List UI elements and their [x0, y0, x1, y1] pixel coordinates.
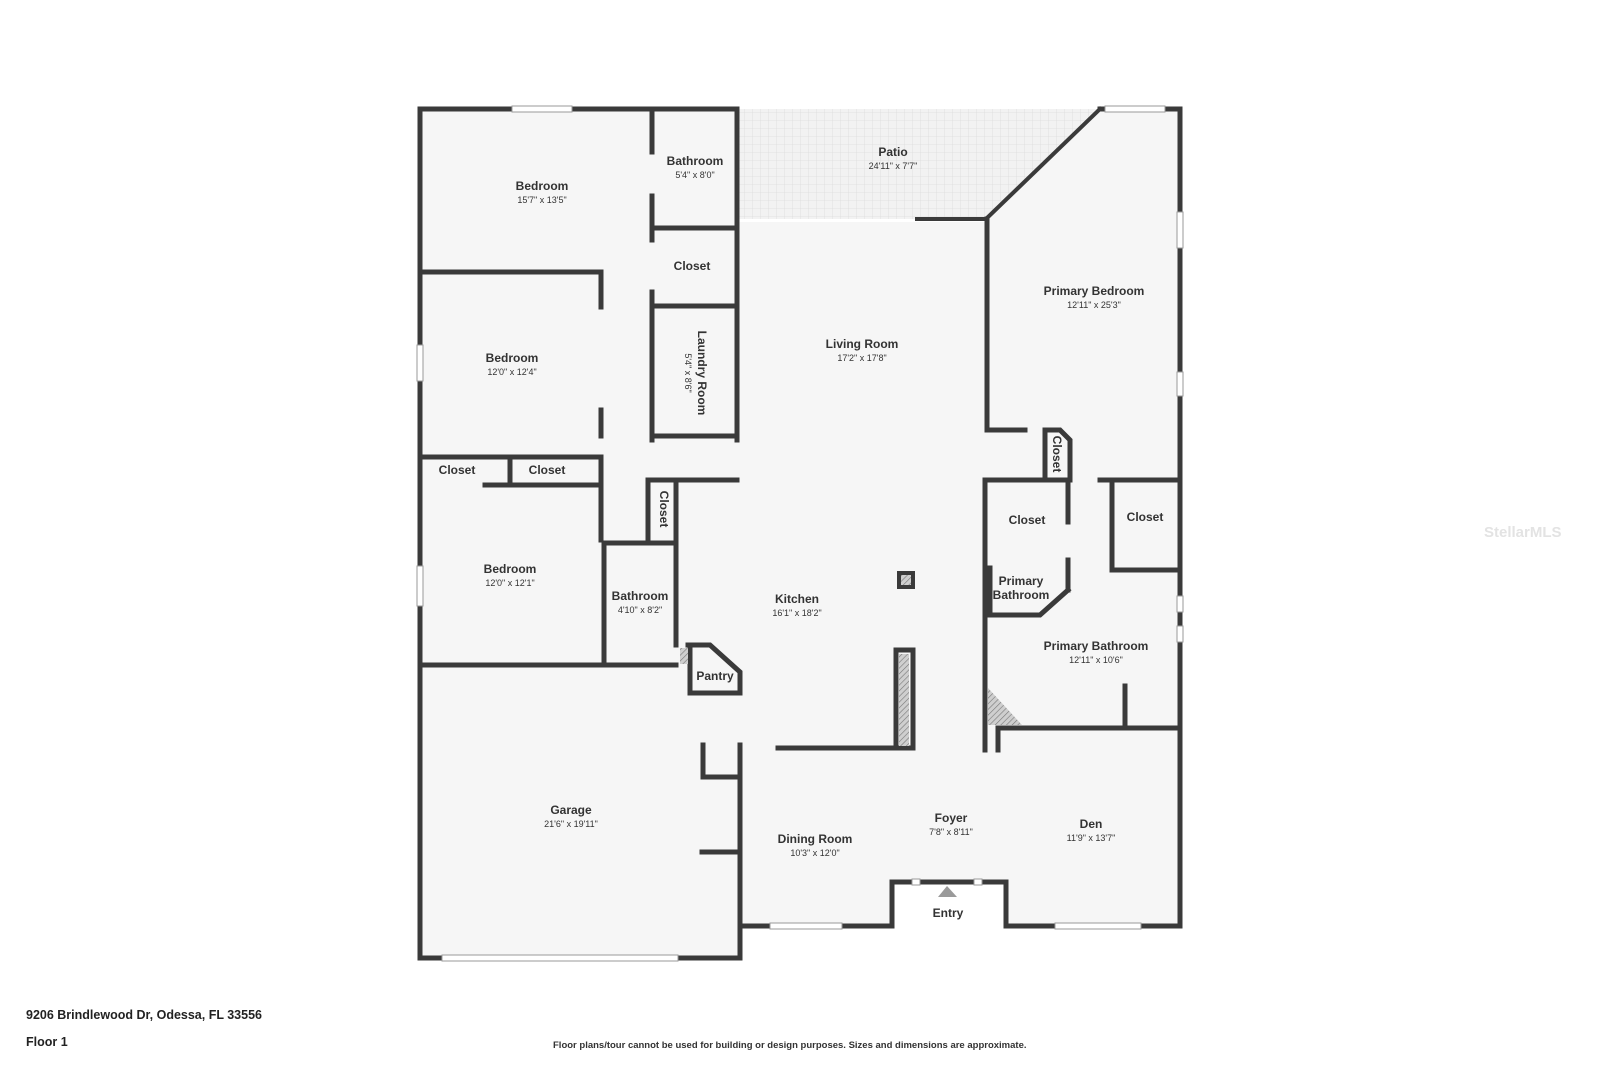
entry-name: Entry [933, 906, 964, 920]
garage-name: Garage [550, 803, 592, 817]
kitchen-dim: 16'1" x 18'2" [772, 608, 821, 618]
bedroom-2-name: Bedroom [486, 351, 539, 365]
primary-bedroom-dim: 12'11" x 25'3" [1067, 300, 1121, 310]
closet-4-name: Closet [529, 463, 566, 477]
living-room-name: Living Room [826, 337, 899, 351]
primary-bathroom-name: Primary Bathroom [1044, 639, 1149, 653]
closet-3-name: Closet [439, 463, 476, 477]
address: 9206 Brindlewood Dr, Odessa, FL 33556 [26, 1008, 262, 1022]
den-name: Den [1080, 817, 1103, 831]
pantry-name: Pantry [696, 669, 734, 683]
bedroom-1-dim: 15'7" x 13'5" [517, 195, 566, 205]
primary-bathroom-dim: 12'11" x 10'6" [1069, 655, 1123, 665]
watermark: StellarMLS [1484, 524, 1562, 541]
laundry-room-name: Laundry Room [695, 331, 709, 416]
primary-bedroom-name: Primary Bedroom [1044, 284, 1145, 298]
garage-dim: 21'6" x 19'11" [544, 819, 598, 829]
laundry-room-dim: 5'4" x 8'6" [683, 353, 693, 392]
bedroom-3-dim: 12'0" x 12'1" [485, 578, 534, 588]
patio-name: Patio [878, 145, 907, 159]
closet-1-name: Closet [674, 259, 711, 273]
closet-7-name: Closet [1127, 510, 1164, 524]
bathroom-1-dim: 5'4" x 8'0" [675, 170, 714, 180]
den-dim: 11'9" x 13'7" [1067, 833, 1116, 843]
entry-arrow-icon [938, 886, 957, 897]
disclaimer: Floor plans/tour cannot be used for buil… [553, 1040, 1027, 1051]
closet-5-name: Closet [657, 491, 671, 528]
closet-2-name: Closet [1050, 436, 1064, 473]
room-labels: Bedroom 15'7" x 13'5" Bathroom 5'4" x 8'… [439, 145, 1164, 920]
bathroom-2-name: Bathroom [612, 589, 669, 603]
bathroom-1-name: Bathroom [667, 154, 724, 168]
floor-label: Floor 1 [26, 1035, 68, 1049]
patio-area [737, 109, 1100, 219]
patio-dim: 24'11" x 7'7" [869, 161, 918, 171]
windows [416, 105, 1184, 962]
walls [417, 106, 1183, 961]
bedroom-2-dim: 12'0" x 12'4" [487, 367, 536, 377]
bedroom-3-name: Bedroom [484, 562, 537, 576]
dining-room-dim: 10'3" x 12'0" [790, 848, 839, 858]
bathroom-2-dim: 4'10" x 8'2" [618, 605, 662, 615]
foyer-name: Foyer [935, 811, 968, 825]
hatched-columns [680, 571, 1022, 746]
primary-bathroom-small-line2: Bathroom [993, 588, 1050, 602]
dining-room-name: Dining Room [778, 832, 853, 846]
primary-bathroom-small-line1: Primary [999, 574, 1044, 588]
closet-6-name: Closet [1009, 513, 1046, 527]
living-room-dim: 17'2" x 17'8" [837, 353, 886, 363]
foyer-dim: 7'8" x 8'11" [929, 827, 973, 837]
kitchen-name: Kitchen [775, 592, 819, 606]
floor-fill [420, 109, 1178, 958]
bedroom-1-name: Bedroom [516, 179, 569, 193]
